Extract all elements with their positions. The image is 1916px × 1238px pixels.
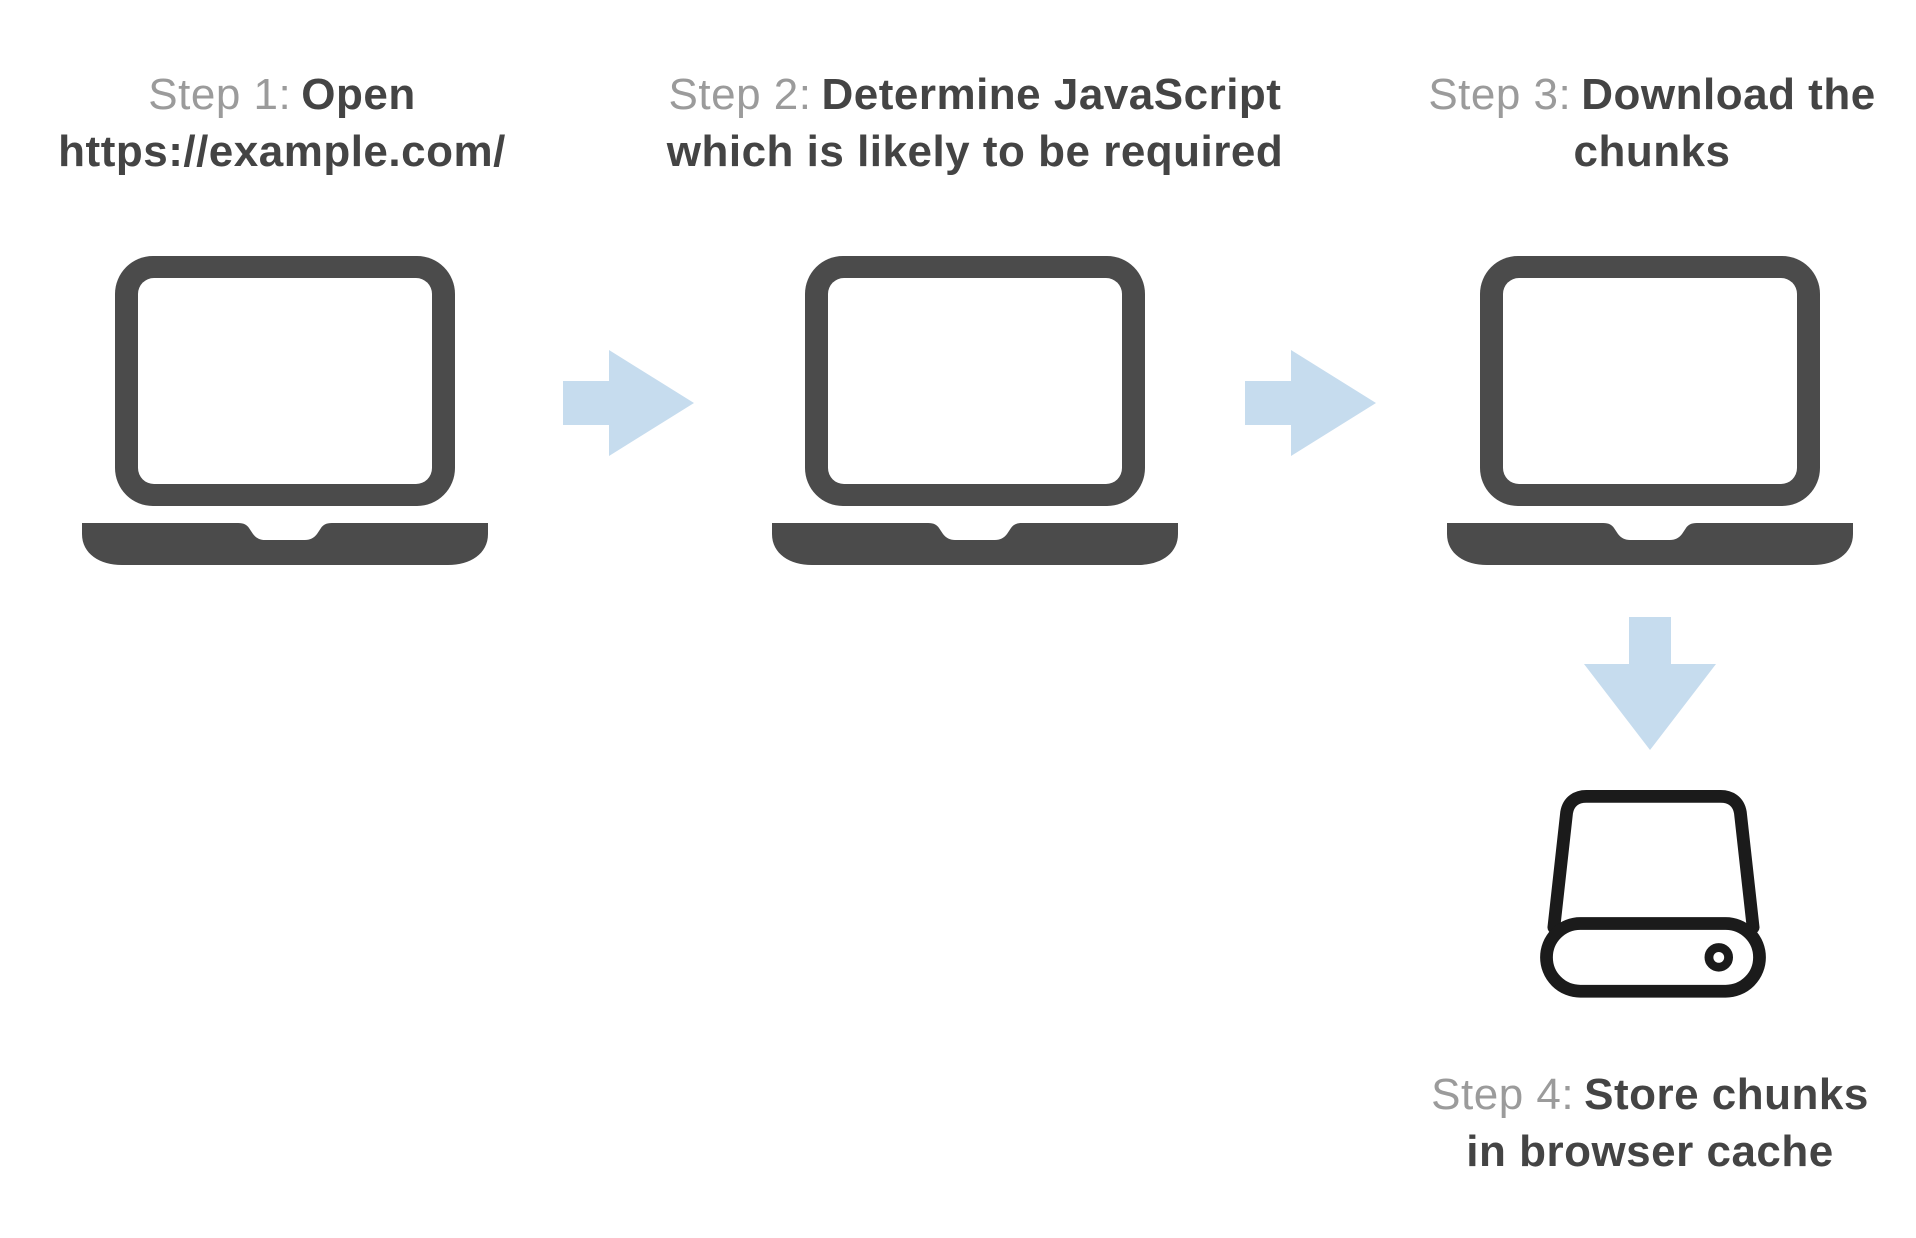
step-4-label: Step 4: (1431, 1070, 1575, 1119)
step-3-label: Step 3: (1428, 70, 1572, 119)
step-3-caption: Step 3:Download the chunks (1428, 66, 1875, 180)
step-3-text-line2: chunks (1573, 127, 1731, 176)
step-2-text-line2: which is likely to be required (666, 127, 1284, 176)
step-3-text-line1: Download the (1581, 70, 1876, 119)
laptop-icon (772, 256, 1178, 565)
hard-drive-icon (1540, 790, 1766, 998)
step-1-text-line1: Open (301, 70, 416, 119)
step-2-caption: Step 2:Determine JavaScript which is lik… (667, 66, 1284, 180)
step-2-label: Step 2: (668, 70, 812, 119)
step-4-caption: Step 4:Store chunks in browser cache (1431, 1066, 1869, 1180)
arrow-right-icon (1245, 350, 1376, 456)
step-4-text-line2: in browser cache (1466, 1127, 1834, 1176)
laptop-icon (82, 256, 488, 565)
step-2-text-line1: Determine JavaScript (821, 70, 1282, 119)
step-1-text-line2: https://example.com/ (58, 127, 506, 176)
step-1-label: Step 1: (148, 70, 292, 119)
laptop-icon (1447, 256, 1853, 565)
step-1-caption: Step 1:Open https://example.com/ (58, 66, 506, 180)
step-4-text-line1: Store chunks (1584, 1070, 1869, 1119)
arrow-right-icon (563, 350, 694, 456)
arrow-down-icon (1584, 617, 1716, 750)
